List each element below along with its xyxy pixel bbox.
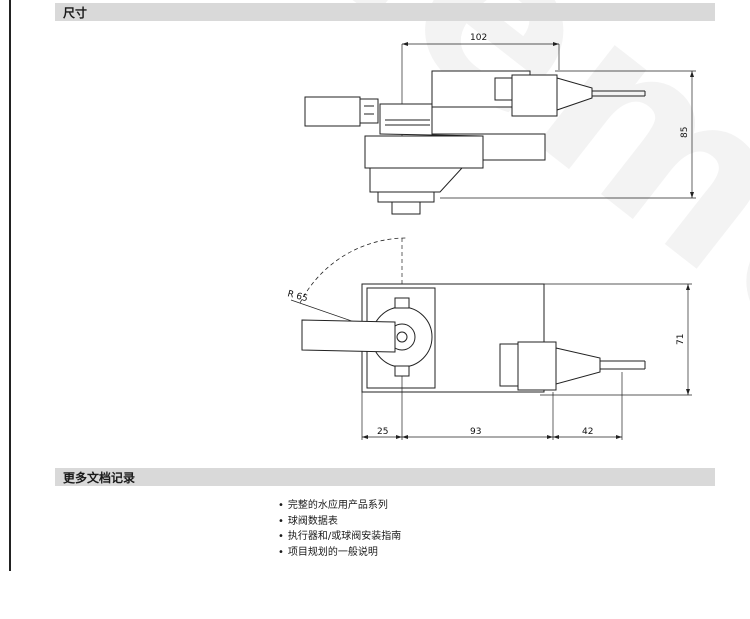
dim-42-label: 42 bbox=[582, 427, 593, 437]
dim-71-label: 71 bbox=[676, 334, 686, 345]
document-list-item: 项目规划的一般说明 bbox=[278, 545, 401, 561]
document-list: 完整的水应用产品系列 球阀数据表 执行器和/或球阀安装指南 项目规划的一般说明 bbox=[278, 498, 401, 560]
dimensions-section-title: 尺寸 bbox=[63, 6, 88, 20]
document-list-item: 完整的水应用产品系列 bbox=[278, 498, 401, 514]
dim-85-label: 85 bbox=[680, 127, 690, 138]
document-list-item: 球阀数据表 bbox=[278, 514, 401, 530]
dim-25-label: 25 bbox=[377, 427, 388, 437]
page-left-border bbox=[9, 0, 11, 571]
dim-93-label: 93 bbox=[470, 427, 481, 437]
dim-102-label: 102 bbox=[470, 33, 487, 43]
more-docs-section-header: 更多文档记录 bbox=[55, 468, 715, 486]
technical-drawing: 102 85 R 65 71 25 93 42 bbox=[286, 33, 696, 440]
document-list-item: 执行器和/或球阀安装指南 bbox=[278, 529, 401, 545]
dimensions-section-header: 尺寸 bbox=[55, 3, 715, 21]
more-docs-section-title: 更多文档记录 bbox=[63, 471, 136, 485]
